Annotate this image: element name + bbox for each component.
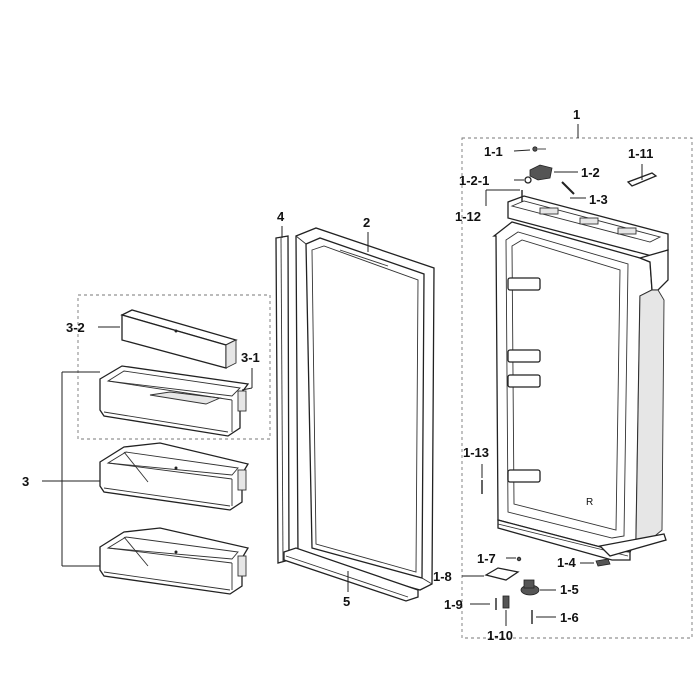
part-1-7-pin [516, 556, 522, 562]
label-3: 3 [22, 474, 29, 489]
label-4: 4 [277, 209, 285, 224]
part-1-1-screw [532, 146, 546, 152]
label-1-2: 1-2 [581, 165, 600, 180]
part-3-1-upper-bin [99, 365, 250, 437]
label-1-8: 1-8 [433, 569, 452, 584]
part-1-8-hinge-plate [484, 567, 520, 581]
part-3-middle-bin [99, 442, 250, 511]
part-1-door-assembly [492, 195, 669, 561]
label-1-9: 1-9 [444, 597, 463, 612]
label-1-11: 1-11 [628, 146, 653, 161]
label-5: 5 [343, 594, 350, 609]
part-1-3-pin [561, 181, 575, 195]
label-3-2: 3-2 [66, 320, 85, 335]
part-3-2-bin-cover [120, 309, 238, 369]
part-1-2-hinge-bracket [529, 164, 553, 181]
label-1-12: 1-12 [455, 209, 481, 224]
label-1-10: 1-10 [487, 628, 513, 643]
label-1-6: 1-6 [560, 610, 579, 625]
label-1-2-1: 1-2-1 [459, 173, 489, 188]
part-3-lower-bin [99, 527, 250, 595]
label-1-13: 1-13 [463, 445, 489, 460]
upper-bin-group-boundary [77, 294, 271, 440]
label-1: 1 [573, 107, 580, 122]
part-1-5-hinge-cam [520, 579, 540, 596]
part-1-4-stopper [595, 558, 611, 567]
label-1-1: 1-1 [484, 144, 503, 159]
leader-lines [42, 124, 643, 626]
label-3-1: 3-1 [241, 350, 260, 365]
door-assembly-boundary [461, 137, 693, 639]
label-1-7: 1-7 [477, 551, 496, 566]
label-1-3: 1-3 [589, 192, 608, 207]
label-1-5: 1-5 [560, 582, 579, 597]
part-2-door-gasket [295, 227, 435, 591]
part-4-gasket-strip [275, 235, 290, 564]
liner-mark-r: R [586, 497, 593, 508]
label-1-4: 1-4 [557, 555, 577, 570]
part-1-10-bolt [502, 595, 510, 609]
part-5-bottom-strip [283, 547, 419, 602]
part-1-2-1-bushing [524, 176, 532, 184]
label-2: 2 [363, 215, 370, 230]
